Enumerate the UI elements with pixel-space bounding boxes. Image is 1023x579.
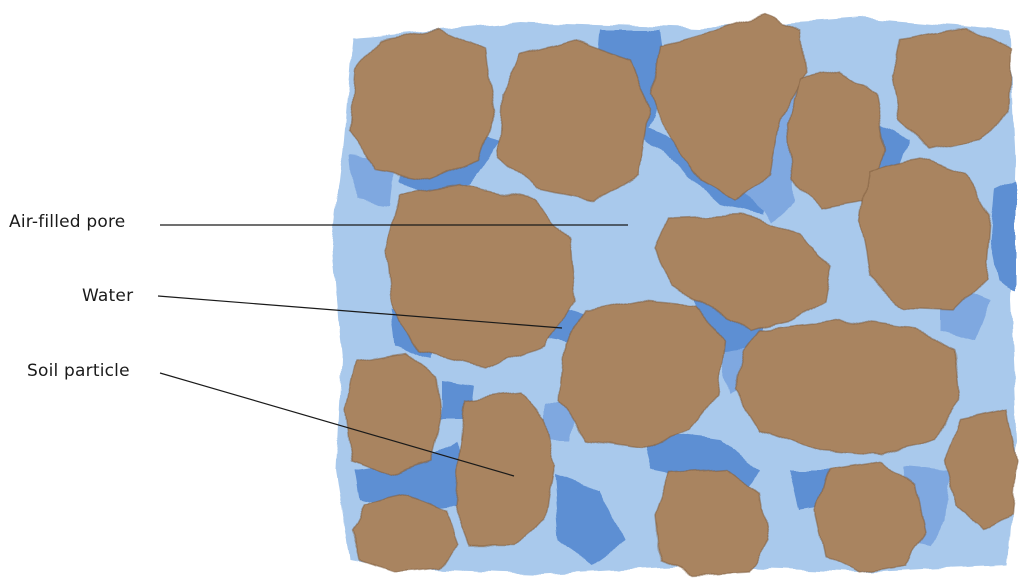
label-soil-particle: Soil particle xyxy=(27,361,130,381)
label-water: Water xyxy=(82,286,133,306)
label-air-filled-pore: Air-filled pore xyxy=(9,212,125,232)
